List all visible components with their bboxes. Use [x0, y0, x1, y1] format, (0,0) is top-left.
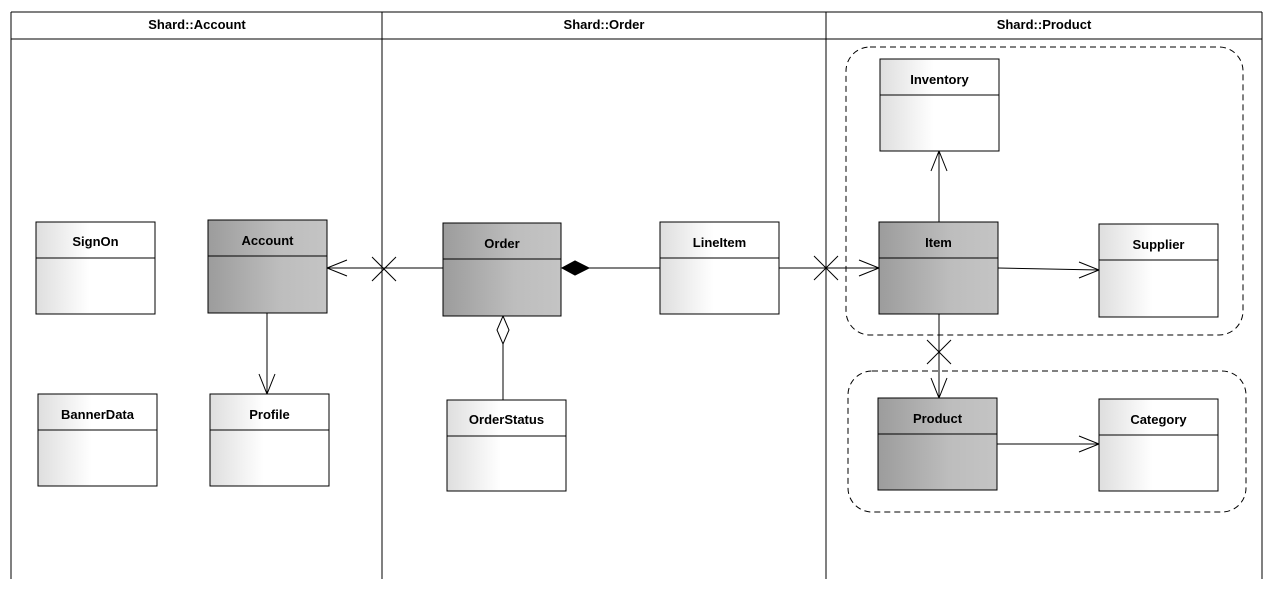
class-order[interactable]: Order: [442, 222, 562, 317]
lane-title-product: Shard::Product: [997, 17, 1092, 32]
lane-title-account: Shard::Account: [148, 17, 246, 32]
class-item[interactable]: Item: [878, 221, 999, 315]
relation-account-profile: [258, 313, 276, 396]
class-name: OrderStatus: [469, 412, 544, 427]
class-bannerdata[interactable]: BannerData: [37, 393, 158, 487]
relation-item-product: [926, 314, 952, 400]
relation-order-account: [325, 256, 443, 282]
composition-diamond: [560, 260, 591, 276]
class-name: Profile: [249, 407, 289, 422]
class-profile[interactable]: Profile: [209, 393, 330, 487]
relation-order-orderstatus-aggregation: [496, 314, 510, 400]
class-name: Order: [484, 236, 519, 251]
swimlane-frame: [10, 11, 1263, 579]
class-category[interactable]: Category: [1098, 398, 1219, 492]
relation-item-inventory: [930, 149, 948, 222]
lane-title-order: Shard::Order: [564, 17, 645, 32]
class-name: Product: [913, 411, 963, 426]
class-name: LineItem: [693, 235, 746, 250]
class-lineitem[interactable]: LineItem: [659, 221, 780, 315]
class-inventory[interactable]: Inventory: [879, 58, 1000, 152]
relation-lineitem-item: [779, 255, 881, 281]
product-group-boundary: [847, 370, 1247, 513]
class-name: Category: [1130, 412, 1187, 427]
class-name: BannerData: [61, 407, 135, 422]
class-orderstatus[interactable]: OrderStatus: [446, 399, 567, 492]
class-name: Account: [242, 233, 295, 248]
class-name: SignOn: [72, 234, 118, 249]
relation-product-category: [997, 435, 1101, 453]
item-group-boundary: [845, 46, 1244, 336]
class-name: Supplier: [1132, 237, 1184, 252]
relation-item-supplier: [997, 261, 1101, 279]
class-account[interactable]: Account: [207, 219, 328, 314]
relation-order-lineitem-composition: [560, 260, 660, 276]
aggregation-diamond: [496, 314, 510, 346]
class-signon[interactable]: SignOn: [35, 221, 156, 315]
class-supplier[interactable]: Supplier: [1098, 223, 1219, 318]
class-product[interactable]: Product: [877, 397, 998, 491]
class-name: Item: [925, 235, 952, 250]
class-name: Inventory: [910, 72, 969, 87]
